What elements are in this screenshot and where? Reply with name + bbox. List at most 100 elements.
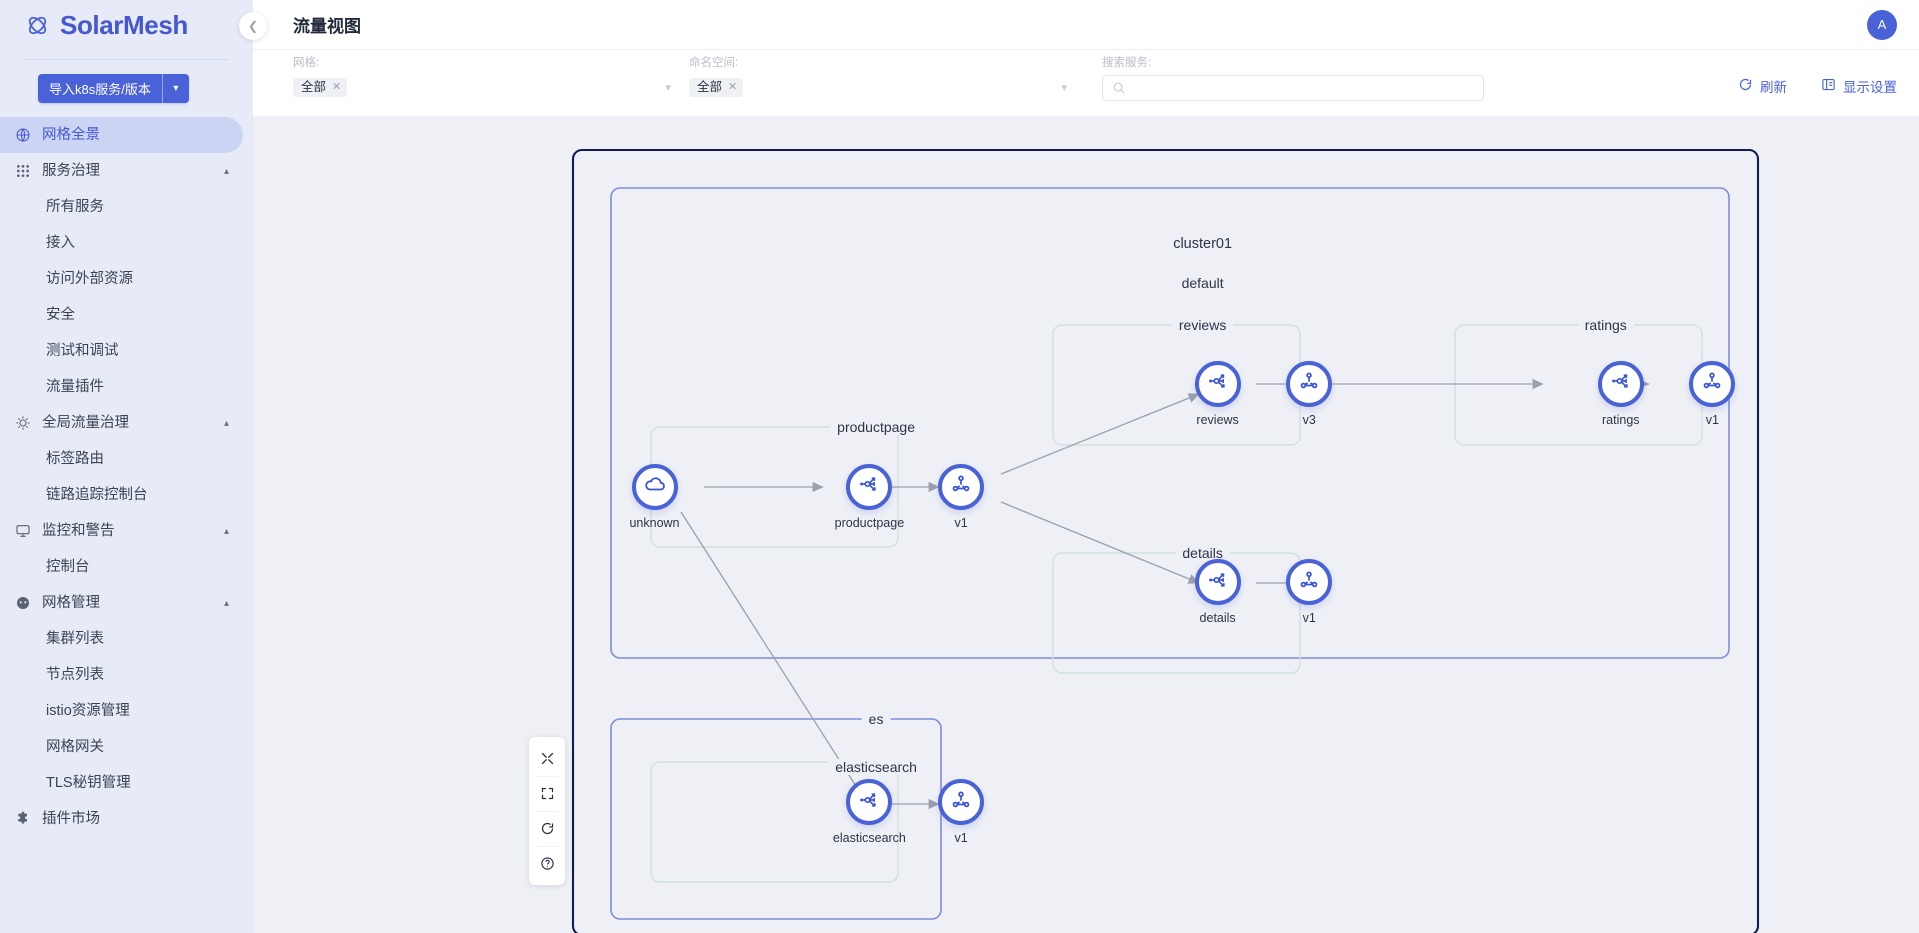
chevron-down-icon[interactable]: ▾ <box>665 81 671 94</box>
sidebar-item-all-services[interactable]: 所有服务 <box>0 189 253 225</box>
graph-node-ratings-v1[interactable]: v1 <box>1689 360 1736 427</box>
import-button-label: 导入k8s服务/版本 <box>49 82 151 97</box>
sidebar-item-label-routing[interactable]: 标签路由 <box>0 441 253 477</box>
nodes-icon <box>14 163 31 180</box>
canvas-toolbar <box>529 737 565 885</box>
import-k8s-service-button[interactable]: 导入k8s服务/版本 ▾ <box>38 74 189 103</box>
sidebar-item-service-governance[interactable]: 服务治理 ▴ <box>0 153 253 189</box>
namespace-filter-label: 命名空间: <box>689 57 739 69</box>
sidebar-item-label: 链路追踪控制台 <box>46 486 148 503</box>
chevron-down-icon[interactable]: ▾ <box>173 83 179 94</box>
cluster-box-cluster01 <box>571 148 1760 933</box>
sidebar-item-console[interactable]: 控制台 <box>0 549 253 585</box>
sidebar-item-tracing-console[interactable]: 链路追踪控制台 <box>0 477 253 513</box>
graph-node-details-v1[interactable]: v1 <box>1286 559 1333 625</box>
namespace-select[interactable]: 全部 ✕ ▾ <box>689 75 1067 101</box>
sidebar-item-monitoring-and-alerts[interactable]: 监控和警告 ▴ <box>0 513 253 549</box>
sidebar-item-security[interactable]: 安全 <box>0 297 253 333</box>
search-service-filter: 搜索服务: <box>1102 57 1484 101</box>
refresh-label: 刷新 <box>1760 80 1787 95</box>
chevron-up-icon[interactable]: ▴ <box>223 525 229 537</box>
node-circle[interactable] <box>1194 360 1241 407</box>
mesh-select[interactable]: 全部 ✕ ▾ <box>293 75 671 101</box>
node-circle[interactable] <box>846 779 893 826</box>
node-circle[interactable] <box>631 463 678 510</box>
node-circle[interactable] <box>846 463 893 510</box>
collapse-arrows-icon[interactable] <box>529 741 565 776</box>
import-button-wrap: 导入k8s服务/版本 ▾ <box>0 60 253 113</box>
sidebar-item-mesh-gateway[interactable]: 网格网关 <box>0 729 253 765</box>
search-input-wrap[interactable] <box>1102 74 1484 101</box>
sidebar-item-tls-key-management[interactable]: TLS秘钥管理 <box>0 765 253 801</box>
graph-node-reviews[interactable]: reviews <box>1194 360 1241 427</box>
service-label-details: details <box>1175 544 1230 561</box>
sidebar-item-label: 监控和警告 <box>42 522 115 539</box>
traffic-graph-canvas[interactable]: cluster01 default es productpage reviews… <box>253 117 1919 933</box>
sidebar-item-istio-resources[interactable]: istio资源管理 <box>0 693 253 729</box>
sidebar-item-label: 插件市场 <box>42 810 100 827</box>
sidebar-item-ingress[interactable]: 接入 <box>0 225 253 261</box>
namespace-filter: 命名空间: 全部 ✕ ▾ <box>689 57 1067 101</box>
node-label: elasticsearch <box>832 831 906 846</box>
graph-node-productpage-v1[interactable]: v1 <box>938 463 985 530</box>
graph-node-details[interactable]: details <box>1194 559 1241 625</box>
help-icon[interactable] <box>529 846 565 881</box>
node-circle[interactable] <box>1194 559 1241 606</box>
node-circle[interactable] <box>1689 360 1736 407</box>
graph-node-unknown[interactable]: unknown <box>629 463 680 530</box>
sidebar-item-mesh-management[interactable]: 网格管理 ▴ <box>0 585 253 621</box>
node-label: v1 <box>1705 412 1720 427</box>
refresh-button[interactable]: 刷新 <box>1738 76 1787 96</box>
node-circle[interactable] <box>1286 559 1333 606</box>
graph-node-elasticsearch[interactable]: elasticsearch <box>833 779 906 845</box>
close-icon[interactable]: ✕ <box>332 81 342 93</box>
sidebar-item-test-and-debug[interactable]: 测试和调试 <box>0 333 253 369</box>
node-circle[interactable] <box>938 779 985 826</box>
node-circle[interactable] <box>938 463 985 510</box>
sidebar-item-label: istio资源管理 <box>46 702 130 719</box>
fit-screen-icon[interactable] <box>529 776 565 811</box>
node-circle[interactable] <box>1597 360 1644 407</box>
search-input[interactable] <box>1133 80 1474 95</box>
sidebar-menu: 网格全景 服务治理 ▴ 所有服务 接入 访问外部资源 安全 测试和调试 流 <box>0 113 253 837</box>
sidebar-item-mesh-overview[interactable]: 网格全景 <box>0 117 243 153</box>
namespace-label-es: es <box>861 711 891 728</box>
mesh-tag-label: 全部 <box>301 80 327 95</box>
chevron-up-icon[interactable]: ▴ <box>223 165 229 177</box>
service-icon <box>1206 369 1230 398</box>
chevron-up-icon[interactable]: ▴ <box>223 597 229 609</box>
graph-node-productpage[interactable]: productpage <box>835 463 904 530</box>
graph-svg <box>571 148 1760 933</box>
service-icon <box>1206 568 1230 597</box>
chevron-up-icon[interactable]: ▴ <box>223 417 229 429</box>
cluster-label-cluster01: cluster01 <box>1166 236 1240 253</box>
reset-icon[interactable] <box>529 811 565 846</box>
sidebar-item-label: 集群列表 <box>46 630 104 647</box>
graph-node-reviews-v3[interactable]: v3 <box>1286 360 1333 427</box>
sidebar-item-global-traffic-governance[interactable]: 全局流量治理 ▴ <box>0 405 253 441</box>
sidebar-item-external-resources[interactable]: 访问外部资源 <box>0 261 253 297</box>
edge-unknown-elasticsearch <box>680 511 862 795</box>
edge-productpage-v1-details <box>1000 501 1200 584</box>
graph-node-ratings[interactable]: ratings <box>1597 360 1644 427</box>
sidebar-item-plugin-market[interactable]: 插件市场 <box>0 801 253 837</box>
mesh-filter-tag[interactable]: 全部 ✕ <box>293 78 348 97</box>
sidebar-item-cluster-list[interactable]: 集群列表 <box>0 621 253 657</box>
globe-icon <box>14 127 31 144</box>
sidebar-item-traffic-plugins[interactable]: 流量插件 <box>0 369 253 405</box>
close-icon[interactable]: ✕ <box>728 81 738 93</box>
display-settings-button[interactable]: 显示设置 <box>1821 76 1897 96</box>
chevron-left-icon[interactable]: ❮ <box>239 12 267 40</box>
namespace-filter-tag[interactable]: 全部 ✕ <box>689 78 744 97</box>
graph-node-elasticsearch-v1[interactable]: v1 <box>938 779 985 845</box>
display-settings-icon <box>1821 77 1836 95</box>
sidebar-item-label: 测试和调试 <box>46 342 119 359</box>
namespace-box-es <box>610 718 942 920</box>
refresh-icon <box>1738 77 1753 95</box>
avatar[interactable]: A <box>1867 9 1897 40</box>
node-circle[interactable] <box>1286 360 1333 407</box>
sidebar-item-node-list[interactable]: 节点列表 <box>0 657 253 693</box>
sidebar-item-label: TLS秘钥管理 <box>46 774 131 791</box>
chevron-down-icon[interactable]: ▾ <box>1061 81 1067 94</box>
